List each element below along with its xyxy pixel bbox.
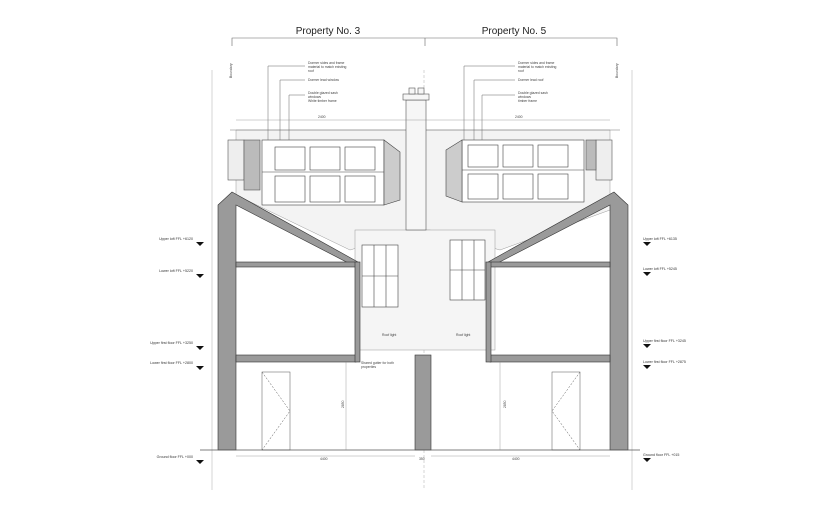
title-property-3: Property No. 3 xyxy=(296,26,361,37)
note-dormer-sides-right-2: material to match existing xyxy=(518,65,557,69)
level-left-upper-loft: Upper loft FFL +6120 xyxy=(159,237,193,241)
level-right-lower-loft: Lower loft FFL +5245 xyxy=(643,267,677,271)
title-property-5: Property No. 5 xyxy=(482,26,547,37)
leader-lines xyxy=(267,65,515,140)
note-sash-right-3: timber frame xyxy=(518,99,537,103)
dim-height-right: 2850 xyxy=(503,400,507,408)
dim-right-width: 4400 xyxy=(512,457,520,461)
boundary-label-left: Boundary xyxy=(229,63,233,78)
title-brackets xyxy=(231,37,618,46)
dormer-left xyxy=(261,139,401,206)
note-dormer-sides-right-3: roof xyxy=(518,69,524,73)
note-sash-left-3: White timber frame xyxy=(308,99,337,103)
note-sash-left-2: windows xyxy=(308,95,321,99)
note-dormer-window-left: Dormer lead window xyxy=(308,78,339,82)
dim-party-wall: 350 xyxy=(419,457,425,461)
note-sash-right: Double glazed sash xyxy=(518,91,548,95)
door-right xyxy=(551,371,581,451)
level-right-ground: Ground floor FFL +015 xyxy=(643,453,679,457)
note-shared-gutter-2: properties xyxy=(361,365,376,369)
note-dormer-roof-right: Dormer lead roof xyxy=(518,78,543,82)
level-left-lower-first: Lower first floor FFL +2800 xyxy=(150,361,193,365)
note-shared-gutter: Shared gutter for both xyxy=(361,361,394,365)
boundary-label-right: Boundary xyxy=(615,63,619,78)
level-left-lower-loft: Lower loft FFL +5220 xyxy=(159,269,193,273)
levels-left: Upper loft FFL +6120 Lower loft FFL +522… xyxy=(150,237,193,459)
side-chimneys xyxy=(227,139,613,191)
level-right-upper-loft: Upper loft FFL +6135 xyxy=(643,237,677,241)
note-dormer-sides-left-3: roof xyxy=(308,69,314,73)
level-right-lower-first: Lower first floor FFL +2875 xyxy=(643,360,686,364)
note-dormer-sides-left-2: material to match existing xyxy=(308,65,347,69)
note-sash-right-2: windows xyxy=(518,95,531,99)
door-left xyxy=(261,371,291,451)
note-dormer-sides-right: Dormer sides and frame xyxy=(518,61,554,65)
section-cut xyxy=(217,191,629,451)
dormer-right xyxy=(445,139,585,203)
dim-height-left: 2850 xyxy=(341,400,345,408)
note-sash-left: Double glazed sash xyxy=(308,91,338,95)
levels-right: Upper loft FFL +6135 Lower loft FFL +524… xyxy=(643,237,686,457)
note-dormer-sides-left: Dormer sides and frame xyxy=(308,61,344,65)
note-roof-light-left: Roof light xyxy=(382,333,396,337)
level-left-upper-first: Upper first floor FFL +3250 xyxy=(150,341,193,345)
dimension-lines xyxy=(236,119,610,457)
rear-window-right xyxy=(449,239,486,301)
dim-dormer-left: 2400 xyxy=(318,115,326,119)
rear-window-left xyxy=(361,244,399,308)
dim-left-width: 4400 xyxy=(320,457,328,461)
dim-dormer-right: 2400 xyxy=(515,115,523,119)
level-left-ground: Ground floor FFL +000 xyxy=(157,455,193,459)
chimney xyxy=(402,87,430,231)
note-roof-light-right: Roof light xyxy=(456,333,470,337)
level-markers xyxy=(196,242,651,464)
level-right-upper-first: Upper first floor FFL +3245 xyxy=(643,339,686,343)
